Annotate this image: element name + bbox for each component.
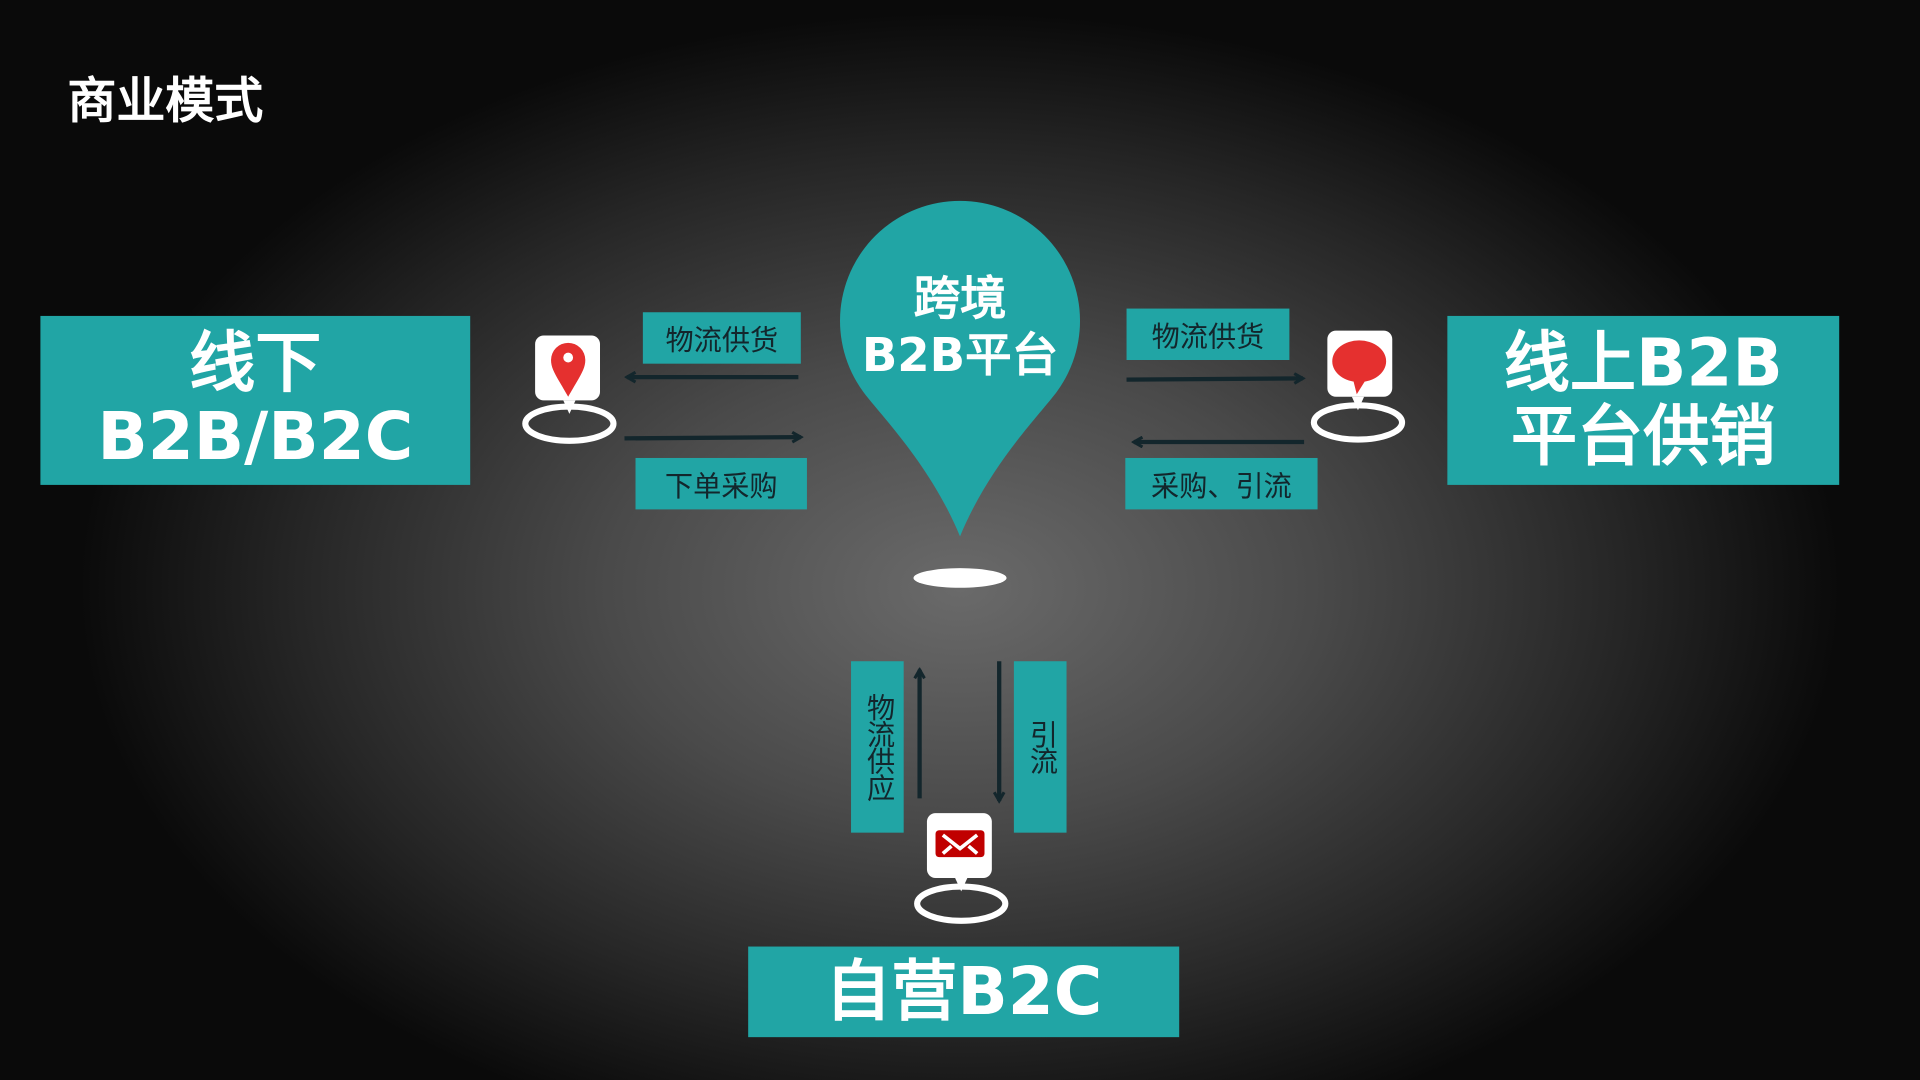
center-line1: 跨境 — [913, 271, 1007, 326]
label-left-bottom: 下单采购 — [635, 457, 807, 510]
left-box-line1: 线下 — [189, 323, 322, 402]
arrow-left-bottom — [624, 437, 800, 438]
right-box-line1: 线上B2B — [1503, 323, 1783, 402]
arrow-right-top — [1126, 378, 1303, 379]
label-bottom-left: 物流供应 — [851, 661, 904, 833]
offline-b2b-b2c-box: 线下 B2B/B2C — [40, 315, 471, 485]
location-pin-icon — [522, 335, 617, 444]
label-bottom-right: 引流 — [1013, 661, 1067, 833]
center-platform-label: 跨境 B2B平台 — [840, 272, 1080, 384]
online-b2b-box: 线上B2B 平台供销 — [1447, 315, 1840, 485]
speech-bubble-icon — [1310, 330, 1406, 443]
bottom-box-label: 自营B2C — [825, 952, 1103, 1030]
envelope-icon — [914, 813, 1009, 924]
center-line2: B2B平台 — [861, 327, 1059, 382]
center-pin-shape — [840, 200, 1081, 537]
pin-shadow-ellipse — [913, 568, 1007, 588]
label-left-top: 物流供货 — [642, 312, 801, 364]
page-title: 商业模式 — [67, 73, 264, 130]
self-operated-b2c-box: 自营B2C — [748, 946, 1180, 1038]
label-right-bottom: 采购、引流 — [1125, 457, 1318, 510]
right-box-line2: 平台供销 — [1511, 397, 1776, 476]
left-box-line2: B2B/B2C — [97, 397, 414, 476]
label-right-top: 物流供货 — [1126, 308, 1290, 361]
